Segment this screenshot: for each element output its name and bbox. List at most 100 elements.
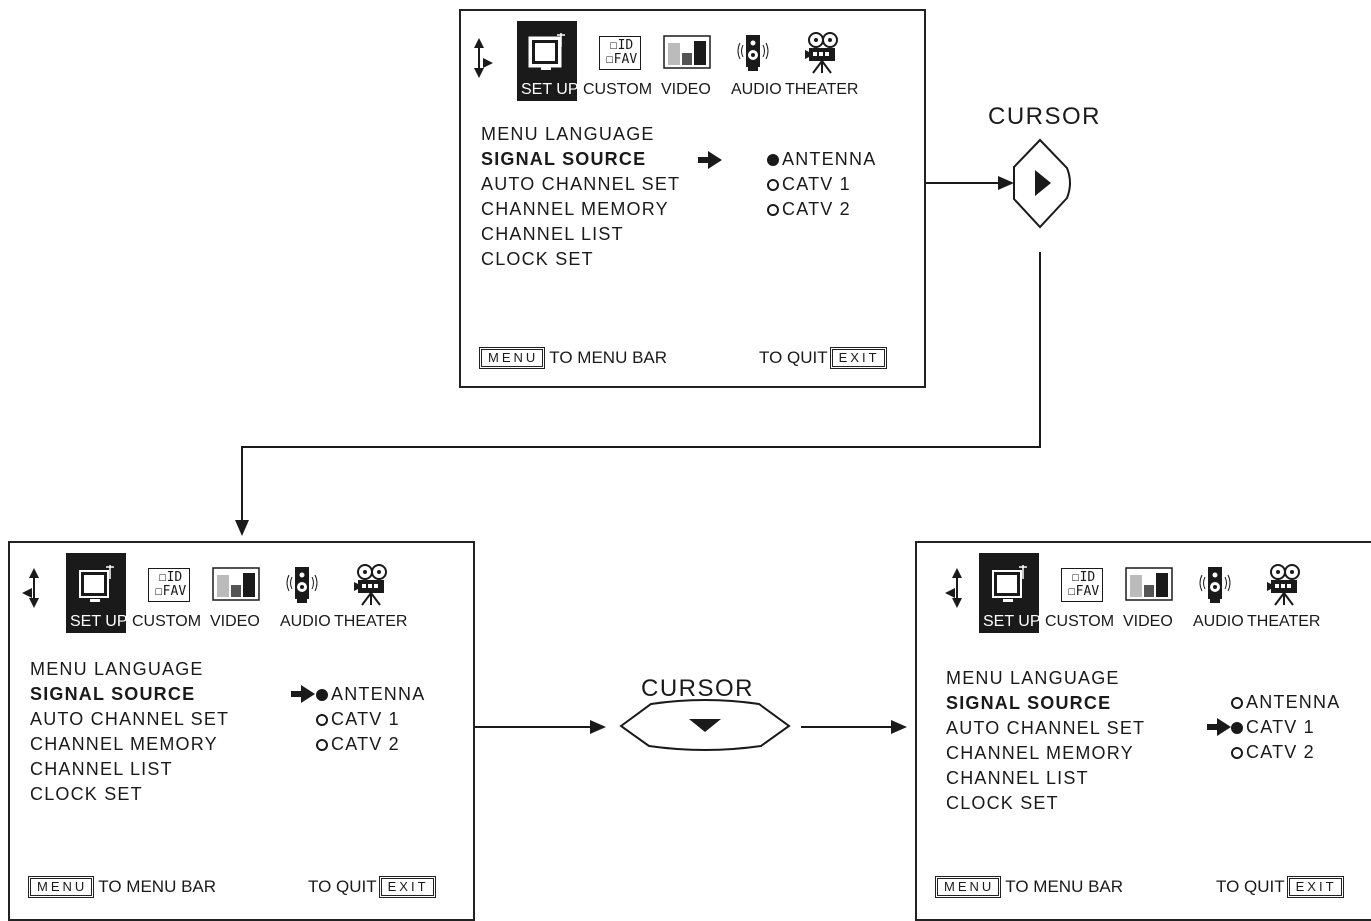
cursor-right-button[interactable] <box>1013 138 1071 229</box>
exit-key[interactable]: EXIT <box>378 876 436 898</box>
menu-item-menu-language[interactable]: MENU LANGUAGE <box>946 668 1120 688</box>
menu-list: MENU LANGUAGE SIGNAL SOURCE AUTO CHANNEL… <box>481 122 680 272</box>
option-antenna[interactable]: ANTENNA <box>767 147 876 172</box>
menu-bar-label-audio: AUDIO <box>731 81 782 98</box>
option-antenna[interactable]: ANTENNA <box>1231 690 1340 715</box>
play-down-icon <box>689 719 721 732</box>
cursor-label-down: CURSOR <box>641 675 755 702</box>
menu-item-channel-list[interactable]: CHANNEL LIST <box>946 768 1089 788</box>
menu-item-auto-channel-set[interactable]: AUTO CHANNEL SET <box>946 718 1146 738</box>
menu-key[interactable]: MENU <box>934 876 1002 898</box>
menu-item-channel-list[interactable]: CHANNEL LIST <box>30 759 173 779</box>
id-label: ID <box>617 38 634 53</box>
right-arrow-icon <box>1207 718 1231 736</box>
menu-item-channel-memory[interactable]: CHANNEL MEMORY <box>481 199 669 219</box>
menu-bar: SET UP ☐ID ☐FAV CUSTOM VIDEO <box>517 21 917 101</box>
menu-bar-item-audio[interactable]: AUDIO <box>1189 553 1244 633</box>
play-right-icon <box>1035 170 1051 196</box>
footer-quit-text: TO QUIT <box>1216 877 1285 896</box>
cursor-label-right: CURSOR <box>988 103 1102 130</box>
menu-item-channel-memory[interactable]: CHANNEL MEMORY <box>946 743 1134 763</box>
menu-bar-item-video[interactable]: VIDEO <box>657 21 715 101</box>
option-catv1[interactable]: CATV 1 <box>767 172 876 197</box>
menu-bar-item-theater[interactable]: THEATER <box>785 21 861 101</box>
menu-bar-item-setup[interactable]: SET UP <box>979 553 1041 633</box>
menu-item-channel-memory[interactable]: CHANNEL MEMORY <box>30 734 218 754</box>
menu-bar-label-theater: THEATER <box>785 81 859 98</box>
menu-bar-label-custom: CUSTOM <box>132 613 202 630</box>
screen-bottom-right: SET UP ☐ID ☐FAV CUSTOM VIDEO <box>915 541 1371 921</box>
option-catv2[interactable]: CATV 2 <box>767 197 876 222</box>
connector-bottom-left-to-cursor <box>475 720 606 734</box>
option-catv2[interactable]: CATV 2 <box>1231 740 1340 765</box>
radio-filled-icon <box>767 154 779 166</box>
menu-item-signal-source[interactable]: SIGNAL SOURCE <box>481 149 647 169</box>
radio-empty-icon <box>767 204 779 216</box>
connector-cursor-to-bottom-left <box>235 252 1041 536</box>
menu-item-clock-set[interactable]: CLOCK SET <box>481 249 594 269</box>
menu-item-channel-list[interactable]: CHANNEL LIST <box>481 224 624 244</box>
tv-icon <box>79 565 114 602</box>
film-camera-icon <box>1267 564 1300 606</box>
menu-bar-item-setup[interactable]: SET UP <box>517 21 579 101</box>
id-label: ID <box>1079 570 1096 585</box>
menu-list: MENU LANGUAGE SIGNAL SOURCE AUTO CHANNEL… <box>30 657 229 807</box>
footer-menu-text: TO MENU BAR <box>549 348 668 367</box>
option-antenna[interactable]: ANTENNA <box>316 682 425 707</box>
connector-top-to-cursor <box>926 176 1014 190</box>
menu-list: MENU LANGUAGE SIGNAL SOURCE AUTO CHANNEL… <box>946 666 1145 816</box>
radio-empty-icon <box>316 739 328 751</box>
menu-bar-item-theater[interactable]: THEATER <box>334 553 410 633</box>
fav-label: FAV <box>1075 584 1100 599</box>
radio-filled-icon <box>316 689 328 701</box>
menu-bar-item-audio[interactable]: AUDIO <box>727 21 782 101</box>
menu-bar-label-video: VIDEO <box>661 81 711 98</box>
film-camera-icon <box>354 564 387 606</box>
speaker-icon <box>737 35 769 71</box>
radio-empty-icon <box>1231 747 1243 759</box>
menu-item-menu-language[interactable]: MENU LANGUAGE <box>481 124 655 144</box>
menu-item-clock-set[interactable]: CLOCK SET <box>946 793 1059 813</box>
menu-key[interactable]: MENU <box>27 876 95 898</box>
radio-empty-icon <box>767 179 779 191</box>
menu-bar-item-setup[interactable]: SET UP <box>66 553 128 633</box>
screen-top: SET UP ☐ID ☐FAV CUSTOM VIDEO <box>459 9 926 388</box>
connector-cursor-to-bottom-right <box>801 720 907 734</box>
radio-filled-icon <box>1231 722 1243 734</box>
menu-item-auto-channel-set[interactable]: AUTO CHANNEL SET <box>30 709 230 729</box>
menu-bar-label-audio: AUDIO <box>1193 613 1244 630</box>
id-fav-icon: ☐ID ☐FAV <box>599 36 641 70</box>
id-fav-icon: ☐ID ☐FAV <box>1061 568 1103 602</box>
menu-item-menu-language[interactable]: MENU LANGUAGE <box>30 659 204 679</box>
menu-item-signal-source[interactable]: SIGNAL SOURCE <box>946 693 1112 713</box>
menu-item-signal-source[interactable]: SIGNAL SOURCE <box>30 684 196 704</box>
fav-label: FAV <box>613 52 638 67</box>
nav-arrows-icon <box>474 38 493 78</box>
exit-key[interactable]: EXIT <box>829 347 887 369</box>
option-catv1[interactable]: CATV 1 <box>316 707 425 732</box>
footer-menu-text: TO MENU BAR <box>1005 877 1124 896</box>
menu-bar-item-theater[interactable]: THEATER <box>1247 553 1323 633</box>
radio-empty-icon <box>1231 697 1243 709</box>
option-catv2[interactable]: CATV 2 <box>316 732 425 757</box>
menu-bar-item-custom[interactable]: ☐ID ☐FAV CUSTOM <box>1045 553 1115 633</box>
menu-item-clock-set[interactable]: CLOCK SET <box>30 784 143 804</box>
menu-bar-item-video[interactable]: VIDEO <box>1119 553 1177 633</box>
footer-quit-text: TO QUIT <box>308 877 377 896</box>
menu-bar-label-theater: THEATER <box>1247 613 1321 630</box>
menu-bar-item-video[interactable]: VIDEO <box>206 553 264 633</box>
menu-bar-item-audio[interactable]: AUDIO <box>276 553 331 633</box>
menu-item-auto-channel-set[interactable]: AUTO CHANNEL SET <box>481 174 681 194</box>
tv-icon <box>992 565 1027 602</box>
exit-key[interactable]: EXIT <box>1286 876 1344 898</box>
option-catv1[interactable]: CATV 1 <box>1231 715 1340 740</box>
menu-bar-item-custom[interactable]: ☐ID ☐FAV CUSTOM <box>132 553 202 633</box>
nav-arrows-icon <box>945 568 962 608</box>
menu-bar-item-custom[interactable]: ☐ID ☐FAV CUSTOM <box>583 21 653 101</box>
cursor-down-button[interactable] <box>619 699 791 751</box>
menu-key[interactable]: MENU <box>478 347 546 369</box>
